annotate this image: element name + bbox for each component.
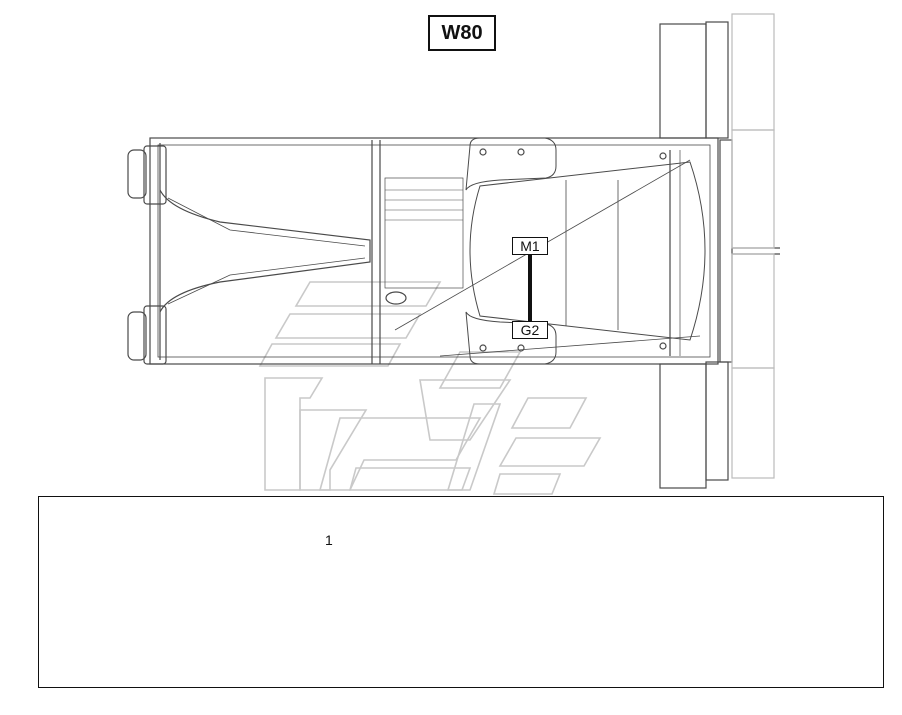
watermark-logo — [258, 281, 602, 495]
chassis — [127, 13, 780, 489]
connector-label-m1: M1 — [512, 237, 548, 255]
diagram-title: W80 — [428, 15, 496, 51]
detail-panel — [38, 496, 884, 688]
item-callout-number: 1 — [325, 532, 333, 548]
connector-label-g2: G2 — [512, 321, 548, 339]
